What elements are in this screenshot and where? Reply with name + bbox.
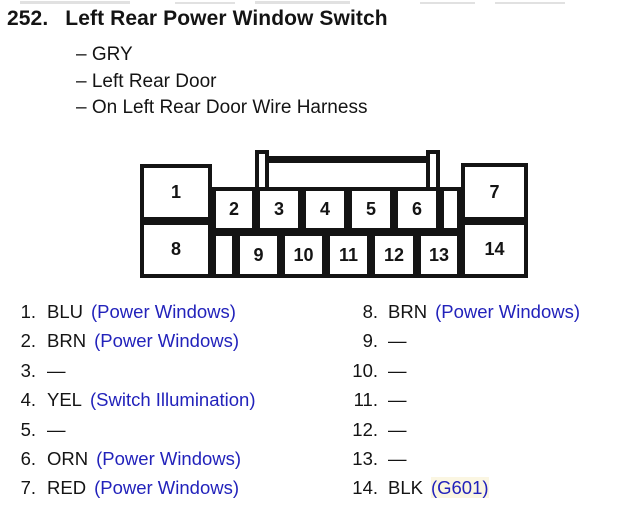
section-header: 252. Left Rear Power Window Switch [7, 7, 388, 31]
connector-pin-cell: 5 [348, 187, 394, 232]
pin-row: 9. — [300, 326, 580, 355]
pin-number: 7. [20, 477, 36, 499]
connector-pin-cell: 8 [140, 221, 212, 278]
pin-row: 8. BRN (Power Windows) [300, 297, 580, 326]
pin-row: 13. — [300, 444, 580, 473]
pin-number: 9. [362, 330, 378, 352]
pin-cell-label: 7 [489, 181, 500, 202]
pin-function: (Power Windows) [94, 477, 240, 499]
pin-wire-color: — [388, 389, 407, 411]
pin-cell-label: 5 [365, 199, 376, 219]
connector-pin-cell: 14 [461, 221, 528, 278]
detail-color: – GRY [76, 44, 133, 65]
pin-wire-color: BLU [47, 301, 83, 322]
scan-artifact [420, 2, 475, 4]
pin-list-left: 1.BLU(Power Windows) 2.BRN(Power Windows… [6, 297, 256, 503]
pin-number: 12. [352, 418, 378, 440]
connector-pin-cell: 6 [394, 187, 440, 232]
connector-pin-cell: 7 [461, 163, 528, 221]
pin-wire-color: RED [47, 477, 87, 499]
pin-cell-label: 8 [170, 239, 181, 259]
pin-row: 12. — [300, 415, 580, 444]
connector-pin-cell: 9 [236, 232, 281, 278]
pin-number: 11. [353, 389, 378, 411]
scan-artifact [495, 2, 565, 4]
pin-cell-label: 12 [383, 244, 405, 265]
pin-wire-color: — [47, 359, 66, 381]
connector-pin-cell: 3 [256, 187, 302, 232]
connector-blank-cell [212, 232, 236, 278]
pin-cell-label: 14 [484, 239, 505, 259]
pin-number: 10. [352, 359, 378, 381]
pin-cell-label: 10 [293, 244, 314, 265]
pin-cell-label: 4 [319, 199, 330, 219]
pin-row: 4. YEL (Switch Illumination) [6, 385, 256, 414]
pin-row: 10. — [300, 356, 580, 385]
pin-cell-label: 1 [170, 182, 181, 202]
scan-artifact [255, 1, 350, 4]
pin-number: 2. [20, 330, 36, 352]
pin-row: 14. BLK (G601) [300, 473, 580, 502]
pin-wire-color: — [388, 359, 407, 381]
pin-cell-label: 2 [228, 199, 239, 219]
pin-wire-color: — [388, 448, 407, 470]
pin-row: 11. — [300, 385, 580, 414]
connector-blank-cell [440, 187, 461, 232]
pin-wire-color: BLK [388, 477, 423, 499]
pin-wire-color: — [388, 418, 407, 440]
connector-pin-cell: 13 [417, 232, 461, 278]
pin-wire-color: — [388, 330, 407, 352]
pin-number: 8. [362, 301, 378, 322]
pin-row: 6. ORN (Power Windows) [6, 444, 256, 473]
connector-pin-cell: 12 [371, 232, 417, 278]
pin-number: 5. [20, 418, 36, 440]
pin-row: 3. — [6, 356, 256, 385]
pin-number: 3. [20, 359, 36, 381]
pin-wire-color: YEL [47, 389, 82, 411]
connector-pin-cell: 1 [140, 164, 212, 221]
detail-location: – Left Rear Door [76, 70, 217, 92]
pin-list-right: 8.BRN(Power Windows) 9.— 10.— 11.— 12.— … [300, 297, 580, 503]
pin-cell-label: 9 [253, 244, 264, 265]
pin-number: 1. [20, 301, 36, 322]
pin-number: 13. [352, 448, 378, 470]
connector-pin-cell: 10 [281, 232, 326, 278]
connector-tab-left [255, 150, 269, 191]
connector-details: – GRY – Left Rear Door – On Left Rear Do… [76, 42, 367, 122]
pin-number: 6. [20, 448, 36, 470]
pin-wire-color: — [47, 418, 66, 440]
pin-wire-color: BRN [47, 330, 87, 352]
pin-function: (Power Windows) [96, 448, 242, 470]
scan-artifact [20, 1, 130, 4]
section-number: 252. [7, 7, 49, 30]
pin-cell-label: 6 [411, 199, 422, 219]
pin-wire-color: BRN [388, 301, 428, 322]
pin-function: (Power Windows) [91, 301, 236, 322]
pin-wire-color: ORN [47, 448, 89, 470]
pin-number: 14. [352, 477, 378, 499]
detail-harness: – On Left Rear Door Wire Harness [76, 97, 368, 118]
pin-function: (G601) [430, 477, 489, 499]
pin-row: 7. RED (Power Windows) [6, 473, 256, 502]
pin-row: 5. — [6, 415, 256, 444]
pin-function: (Power Windows) [435, 301, 581, 322]
pin-row: 2. BRN (Power Windows) [6, 326, 256, 355]
pin-function: (Power Windows) [94, 330, 240, 352]
pin-cell-label: 13 [428, 244, 450, 265]
connector-pin-cell: 11 [326, 232, 371, 278]
connector-pin-cell: 2 [212, 187, 256, 232]
pin-number: 4. [20, 389, 36, 411]
connector-bridge [262, 156, 432, 163]
page-title: Left Rear Power Window Switch [65, 7, 388, 30]
scan-artifact [175, 2, 235, 4]
connector-pin-cell: 4 [302, 187, 348, 232]
pin-function: (Switch Illumination) [89, 389, 256, 411]
pin-cell-label: 11 [338, 244, 359, 265]
pin-cell-label: 3 [273, 199, 284, 219]
pin-row: 1. BLU (Power Windows) [6, 297, 256, 326]
connector-tab-right [426, 150, 440, 191]
